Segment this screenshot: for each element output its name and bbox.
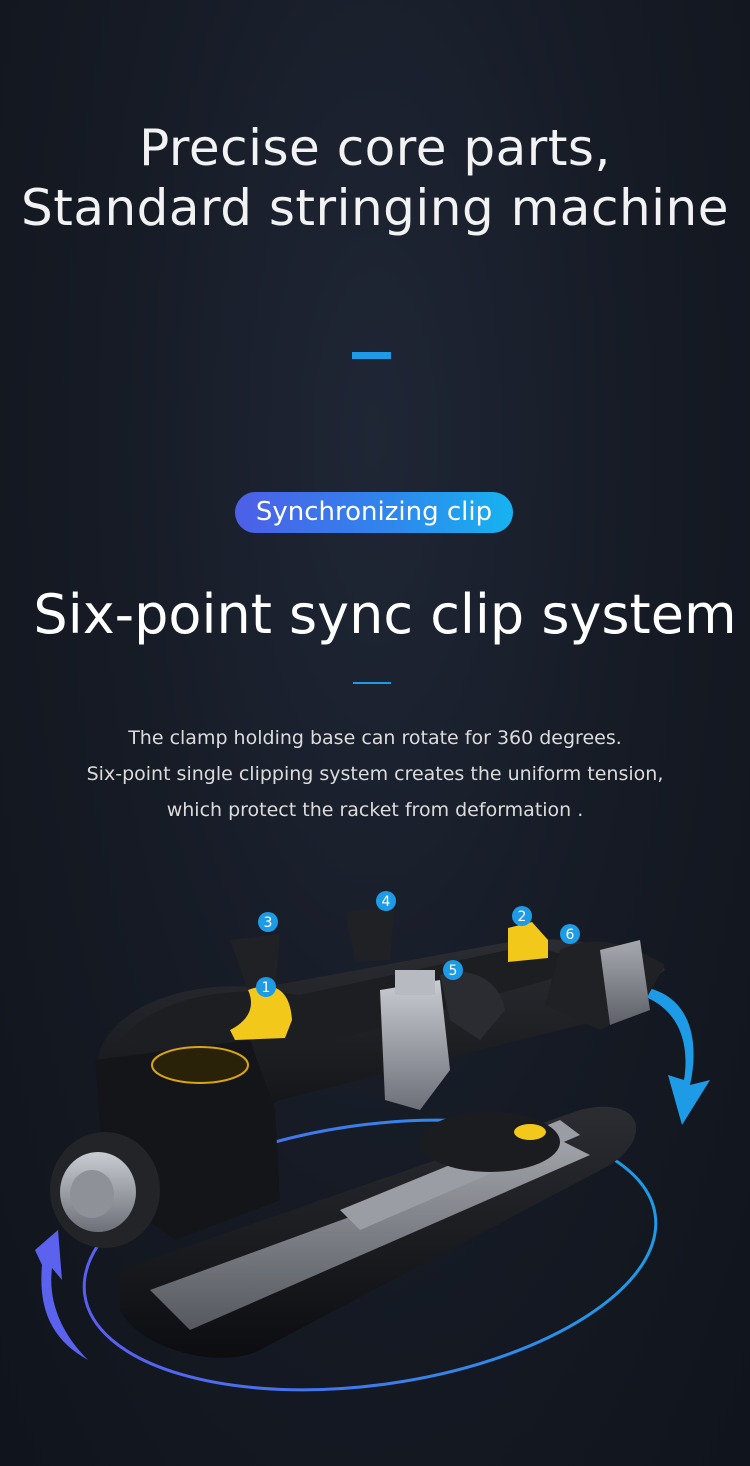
clip-marker-3: 3	[258, 912, 278, 932]
description-line-2: Six-point single clipping system creates…	[86, 763, 664, 785]
clip-marker-2: 2	[512, 906, 532, 926]
feature-description: The clamp holding base can rotate for 36…	[0, 720, 750, 828]
accent-divider	[352, 352, 391, 359]
base-plate-metal	[150, 1140, 590, 1330]
feature-badge: Synchronizing clip	[235, 492, 513, 533]
rotate-arrow-right-icon	[648, 988, 710, 1125]
metal-guard-6	[600, 940, 650, 1025]
clip-marker-6-label: 6	[566, 927, 575, 943]
knob-center	[70, 1170, 114, 1218]
page-headline: Precise core parts, Standard stringing m…	[0, 118, 750, 238]
stringing-machine-illustration: 1 2 3 4 5 6	[35, 891, 710, 1392]
turntable-badge	[514, 1124, 546, 1140]
center-gripper	[380, 980, 450, 1110]
clip-marker-1: 1	[256, 977, 276, 997]
clamp-post-3	[230, 934, 280, 990]
clip-marker-5-label: 5	[449, 963, 458, 979]
gripper-teeth	[395, 970, 435, 995]
clamp-post-4	[345, 906, 395, 962]
yellow-clamp-1	[230, 986, 292, 1040]
section-title: Six-point sync clip system	[33, 583, 737, 646]
clip-marker-5: 5	[443, 960, 463, 980]
clip-marker-4: 4	[376, 891, 396, 911]
turntable	[420, 1112, 560, 1172]
clamp-post-5	[440, 971, 505, 1040]
clip-marker-4-label: 4	[382, 894, 391, 910]
clip-marker-3-label: 3	[264, 915, 273, 931]
logo-plate	[151, 1046, 249, 1084]
description-line-3: which protect the racket from deformatio…	[166, 799, 584, 821]
headline-line-1: Precise core parts,	[139, 119, 611, 177]
clip-marker-2-label: 2	[518, 909, 527, 925]
rotate-arrow-left-icon	[35, 1230, 88, 1360]
yellow-clamp-2	[508, 922, 548, 962]
thin-divider	[353, 682, 391, 684]
headline-line-2: Standard stringing machine	[21, 179, 729, 237]
clip-marker-1-label: 1	[262, 980, 271, 996]
description-line-1: The clamp holding base can rotate for 36…	[128, 727, 622, 749]
rotation-ring	[82, 1118, 658, 1392]
clip-marker-6: 6	[560, 924, 580, 944]
